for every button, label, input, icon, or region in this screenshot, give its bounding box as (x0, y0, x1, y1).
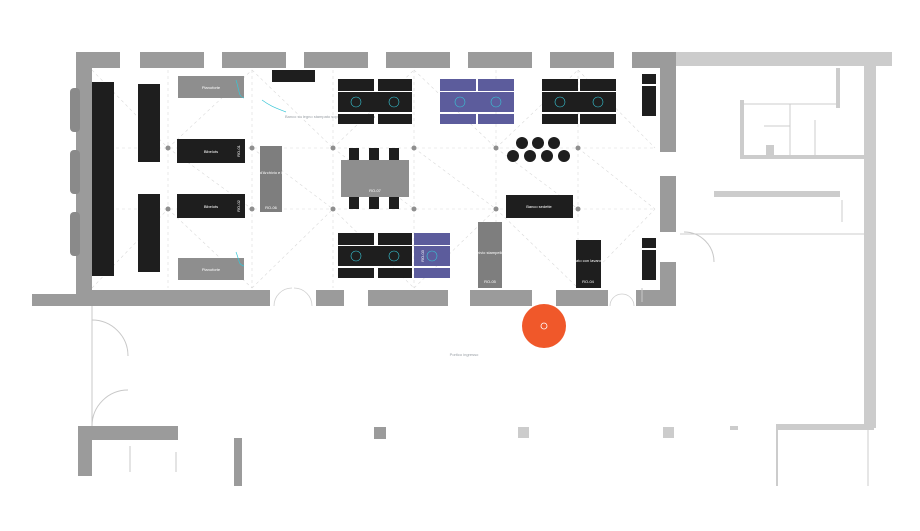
top-shelf (272, 70, 315, 82)
svg-text:Pianoforte: Pianoforte (202, 267, 221, 272)
table-cluster-a (338, 79, 412, 124)
lower-thin-lines (91, 231, 715, 472)
svg-text:RO-02: RO-02 (236, 199, 241, 212)
center-table: RO-07 (341, 148, 409, 209)
table-cluster-b (542, 79, 616, 124)
svg-text:RO-06: RO-06 (265, 205, 278, 210)
table-cluster-c (338, 233, 450, 278)
table-cluster-b-marks (554, 96, 604, 108)
table-cluster-a-marks (350, 96, 400, 108)
annex-thin-lines (680, 103, 869, 486)
left-wall-niches (70, 88, 80, 256)
svg-text:Banco tavoli attrezzato con la: Banco tavoli attrezzato con lavandino e … (541, 258, 636, 263)
svg-text:RO-05: RO-05 (484, 279, 497, 284)
annex-walls (518, 52, 892, 486)
table-cluster-blue-top (440, 79, 514, 124)
stand-bottom: Pianoforte (178, 258, 244, 280)
stand-top: Pianoforte (178, 76, 244, 98)
svg-text:Pianoforte: Pianoforte (202, 85, 221, 90)
bench-upper: Bibelots RO-01 (177, 139, 245, 163)
table-cluster-c-marks (350, 250, 438, 262)
left-shelving (92, 82, 160, 276)
bench-lower: Bibelots RO-02 (177, 194, 245, 218)
bench-right: Banco sedette (506, 195, 573, 218)
svg-text:RO-04: RO-04 (582, 279, 595, 284)
tall-cabinet-right: Banco tavoli attrezzato con lavandino e … (541, 240, 636, 288)
cyan-annotations (235, 79, 287, 267)
location-marker[interactable] (522, 304, 566, 348)
corridor-label: Portico ingresso (450, 352, 479, 357)
svg-text:Banco d'Archivio e Libreria: Banco d'Archivio e Libreria (247, 170, 295, 175)
table-cluster-blue-top-marks (454, 96, 502, 108)
cyan-note: Banco su legno stampato sopra tavolo por… (285, 114, 376, 119)
svg-text:RO-01: RO-01 (236, 144, 241, 157)
cluster-c-code: RO-03 (420, 249, 425, 262)
round-stools (507, 137, 570, 162)
svg-text:Banco d'Archivio stampelle con: Banco d'Archivio stampelle con seduta (456, 250, 525, 255)
svg-text:Banco sedette: Banco sedette (526, 204, 552, 209)
svg-text:Bibelots: Bibelots (204, 149, 218, 154)
svg-text:RO-07: RO-07 (369, 188, 382, 193)
hall-walls (32, 52, 676, 486)
svg-text:Bibelots: Bibelots (204, 204, 218, 209)
door-swings (273, 287, 635, 307)
columns (165, 145, 581, 212)
tall-cabinet-mid: Banco d'Archivio stampelle con seduta RO… (456, 222, 525, 288)
right-shelves (642, 74, 656, 280)
tall-cabinet-left: Banco d'Archivio e Libreria RO-06 (247, 146, 295, 212)
